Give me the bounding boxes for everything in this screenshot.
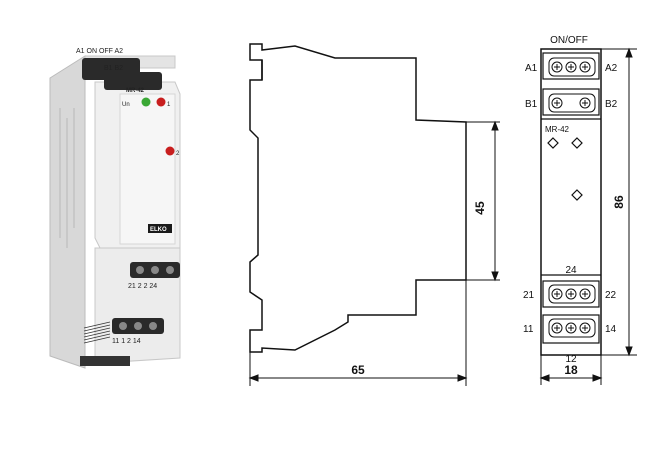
t11-label: 11 [523,324,534,335]
top-terminal-label: A1 ON OFF A2 [76,48,123,55]
t21-label: 21 [523,290,535,301]
din-clip [80,356,130,366]
t21-terminal-block [542,280,600,308]
second-terminal-block [104,72,162,90]
dim-18-label: 18 [564,363,578,377]
brand-label: ELKO [150,227,167,233]
second-terminal-label: B1 B2 [104,65,123,72]
side-view-drawing: 45 65 [240,30,502,400]
b-terminal-screws [551,97,591,109]
a2-label: A2 [605,63,618,74]
a1-label: A1 [525,63,538,74]
dim-65-lines [248,280,468,386]
led-red-1 [156,97,166,107]
dim-18-lines [539,355,603,385]
front-view-svg: ON/OFF A1 A2 B1 B2 MR-42 24 [523,35,637,385]
b2-label: B2 [605,99,618,110]
t22-label: 22 [605,290,617,301]
side-view-svg: 45 65 [248,43,502,386]
led-un-label: Un [122,102,130,108]
a-terminal-block [542,52,600,80]
a-terminal-screws [551,61,591,73]
b-terminal-block [542,88,600,116]
on-off-label: ON/OFF [550,35,588,46]
dim-86-lines [601,47,637,357]
led-2-label: 2 [176,151,180,157]
t11-terminal-screws [551,322,591,334]
led-1-label: 1 [167,102,171,108]
b-terminal-strip [548,93,596,113]
t11-terminal-strip [548,318,596,338]
front-outline [540,48,602,356]
led-red-2 [165,146,175,156]
dim-65-label: 65 [351,363,365,377]
a-terminal-strip [548,57,596,77]
front-model-label: MR-42 [545,125,570,134]
front-view-drawing: ON/OFF A1 A2 B1 B2 MR-42 24 [505,25,650,395]
dim-86-label: 86 [612,195,626,209]
bottom-terminal-upper-screws [136,266,174,274]
bottom-terminal-upper-label: 21 2 2 24 [128,283,157,290]
photo-model-label: MR-42 [126,88,145,94]
relay-front-face [119,93,176,245]
t21-terminal-strip [548,284,596,304]
led-green [141,97,151,107]
side-view-outline [249,43,467,353]
t11-terminal-block [542,314,600,344]
dim-45-lines [466,120,502,282]
t14-label: 14 [605,324,617,335]
t12-label: 12 [565,354,577,365]
relay-photo-drawing: A1 ON OFF A2 B1 B2 MR-42 Un 1 2 ELKO [49,48,181,369]
bottom-terminal-lower-label: 11 1 2 14 [112,338,141,345]
relay-photo: A1 ON OFF A2 B1 B2 MR-42 Un 1 2 ELKO [40,38,210,378]
t21-terminal-screws [551,288,591,300]
bottom-terminal-lower-screws [119,322,157,330]
barcode [83,321,111,344]
side-print-lines [59,108,75,248]
dim-45-label: 45 [473,201,487,215]
t24-label: 24 [565,265,577,276]
front-leds [547,137,583,201]
b1-label: B1 [525,99,538,110]
brand-badge [148,224,172,233]
